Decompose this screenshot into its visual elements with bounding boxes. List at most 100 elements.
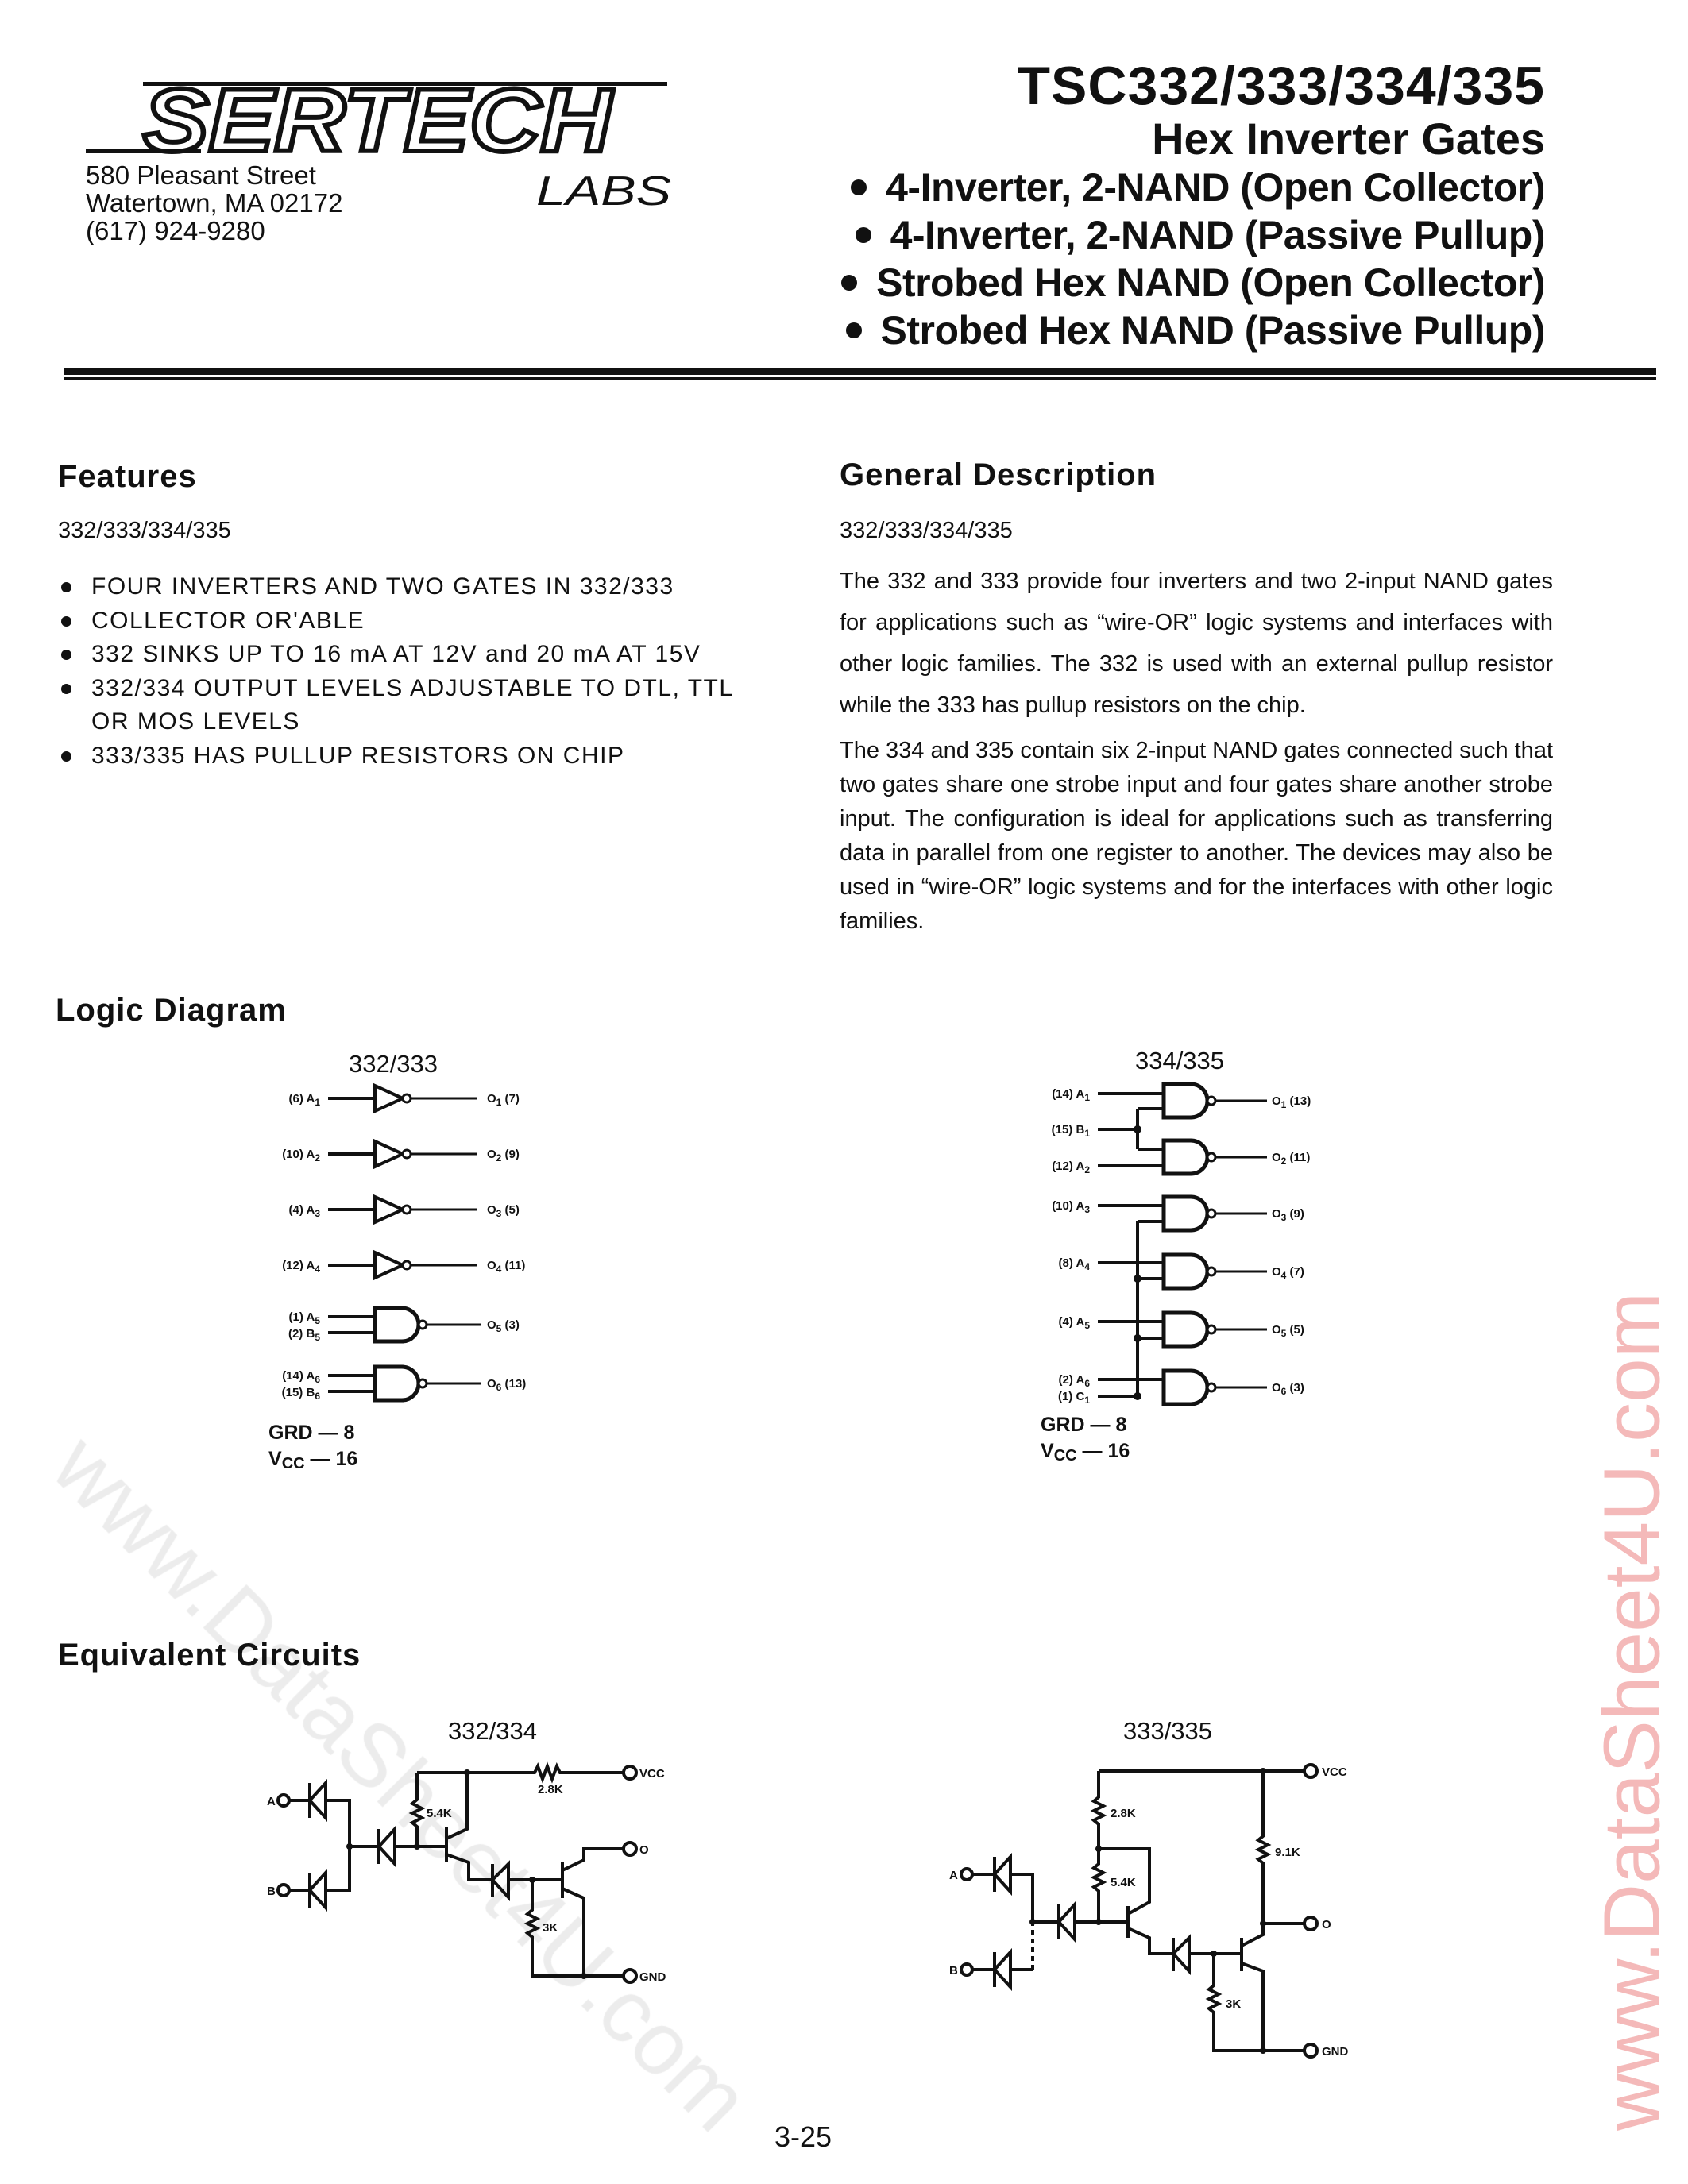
input-pin: (2) A6 [1059, 1373, 1164, 1389]
output-label: O1 (13) [1272, 1094, 1311, 1110]
junction-dot [1134, 1125, 1141, 1133]
resistor-label: 2.8K [538, 1783, 563, 1796]
strobe-bus-2 [1136, 1220, 1164, 1396]
input-wires [328, 1315, 375, 1334]
vcc-pin-label: VCC — 16 [268, 1448, 357, 1472]
inversion-bubble [1206, 1208, 1217, 1219]
label-part: (3) [1286, 1381, 1304, 1395]
output-label: O6 (13) [487, 1377, 526, 1393]
resistor-label: 2.8K [1111, 1807, 1136, 1820]
nand-gate-symbol [1161, 1082, 1210, 1120]
input-label: (6) A1 [289, 1092, 321, 1108]
label-part: 6 [315, 1374, 320, 1385]
label-part: GRD — 8 [268, 1422, 354, 1444]
label-part: (2) B [288, 1327, 315, 1341]
label-part: (15) B [282, 1386, 315, 1399]
title-bullet: 4-Inverter, 2-NAND (Open Collector) [841, 164, 1545, 211]
label-part: (9) [501, 1148, 520, 1161]
logo-labs: LABS [536, 168, 671, 214]
nand-gate: O4 (7) [1161, 1252, 1304, 1291]
nand-gate-symbol [373, 1364, 421, 1403]
label-part: O [1272, 1381, 1281, 1395]
gnd-label: GND [639, 1970, 666, 1984]
output-label: O5 (5) [1272, 1323, 1304, 1339]
nand-gate: O6 (3) [1161, 1368, 1304, 1406]
label-part: 3 [496, 1208, 502, 1219]
input-pin: (8) A4 [1059, 1256, 1164, 1272]
address-street: 580 Pleasant Street [86, 160, 316, 190]
logic-diagram-334-335: (14) A1(15) B1(12) A2(10) A3(8) A4(4) A5… [1041, 1082, 1311, 1464]
label-part: 6 [496, 1382, 502, 1393]
nand-gate-symbol [1161, 1310, 1210, 1349]
title-bullet: Strobed Hex NAND (Open Collector) [841, 259, 1545, 307]
label-part: O [1272, 1151, 1281, 1164]
label-part: (7) [1286, 1265, 1304, 1279]
nand-gate: O3 (9) [1161, 1194, 1304, 1233]
label-part: 5 [315, 1315, 320, 1326]
input-b-label: B [267, 1885, 276, 1898]
input-label: (15) B1 [1052, 1123, 1091, 1139]
label-part: 4 [496, 1264, 502, 1275]
label-part: O [1272, 1207, 1281, 1221]
input-b-label: B [949, 1964, 958, 1978]
output-label: O2 (9) [487, 1148, 520, 1163]
bullet-text: Strobed Hex NAND (Passive Pullup) [880, 308, 1546, 353]
circuit-332-334: A B VCC O GND 5.4K 2.8K 3K [267, 1761, 666, 1984]
label-part: 1 [1281, 1099, 1287, 1110]
output-label: O2 (11) [1272, 1151, 1310, 1167]
inversion-bubble [417, 1378, 428, 1389]
equivalent-circuits-heading: Equivalent Circuits [58, 1638, 361, 1673]
ground-pin-label: GRD — 8 [1041, 1414, 1126, 1436]
label-part: (10) A [282, 1148, 315, 1161]
output-label: O4 (11) [487, 1259, 525, 1275]
description-paragraph: The 332 and 333 provide four inverters a… [840, 569, 1553, 718]
description-heading: General Description [840, 457, 1157, 492]
label-part: (3) [501, 1318, 520, 1332]
inversion-bubble [1206, 1324, 1217, 1335]
resistor-label: 5.4K [1111, 1876, 1136, 1889]
bullet-icon [851, 179, 867, 195]
label-part: (1) A [289, 1310, 315, 1324]
input-a-label: A [949, 1869, 958, 1882]
input-label: (4) A5 [1059, 1315, 1091, 1331]
address-phone: (617) 924-9280 [86, 216, 265, 245]
diagram-title-334-335: 334/335 [1134, 1047, 1225, 1075]
inverter-symbol [328, 1138, 407, 1170]
label-part: 6 [1084, 1378, 1090, 1389]
nand-gate: O1 (13) [1161, 1082, 1311, 1120]
header-rule [64, 368, 1656, 375]
output-label: O3 (9) [1272, 1207, 1304, 1223]
bullet-icon [855, 226, 871, 243]
input-label: (1) C1 [1058, 1390, 1090, 1406]
label-part: O [487, 1148, 496, 1161]
input-label: (2) A6 [1059, 1373, 1091, 1389]
label-part: 2 [315, 1152, 320, 1163]
input-label: (4) A3 [289, 1203, 321, 1219]
label-part: CC [282, 1455, 305, 1472]
bullet-icon [841, 274, 858, 291]
label-part: 6 [1281, 1386, 1287, 1397]
features-list: FOUR INVERTERS AND TWO GATES IN 332/333 … [58, 570, 773, 773]
company-address: 580 Pleasant Street Watertown, MA 02172 … [86, 161, 342, 245]
output-label: O6 (3) [1272, 1381, 1304, 1397]
inversion-bubble [1206, 1266, 1217, 1277]
description-body: The 332 and 333 provide four inverters a… [840, 561, 1553, 939]
label-part: — 16 [1077, 1440, 1130, 1462]
product-subtitle: Hex Inverter Gates [1152, 114, 1545, 164]
input-wires [328, 1374, 375, 1393]
vcc-label: VCC [639, 1767, 665, 1781]
label-part: 2 [496, 1152, 502, 1163]
label-part: O [487, 1377, 496, 1391]
diagram-title-332-333: 332/333 [348, 1050, 438, 1078]
input-label: (12) A4 [282, 1259, 320, 1275]
label-part: (14) A [1052, 1087, 1084, 1101]
bullet-text: 4-Inverter, 2-NAND (Passive Pullup) [890, 213, 1546, 257]
vcc-label: VCC [1322, 1765, 1347, 1779]
input-pin: (12) A2 [1052, 1160, 1164, 1175]
nand-gate-symbol [1161, 1368, 1210, 1406]
label-part: (5) [1286, 1323, 1304, 1337]
resistor-label: 9.1K [1275, 1846, 1300, 1859]
title-bullet: 4-Inverter, 2-NAND (Passive Pullup) [841, 211, 1546, 259]
